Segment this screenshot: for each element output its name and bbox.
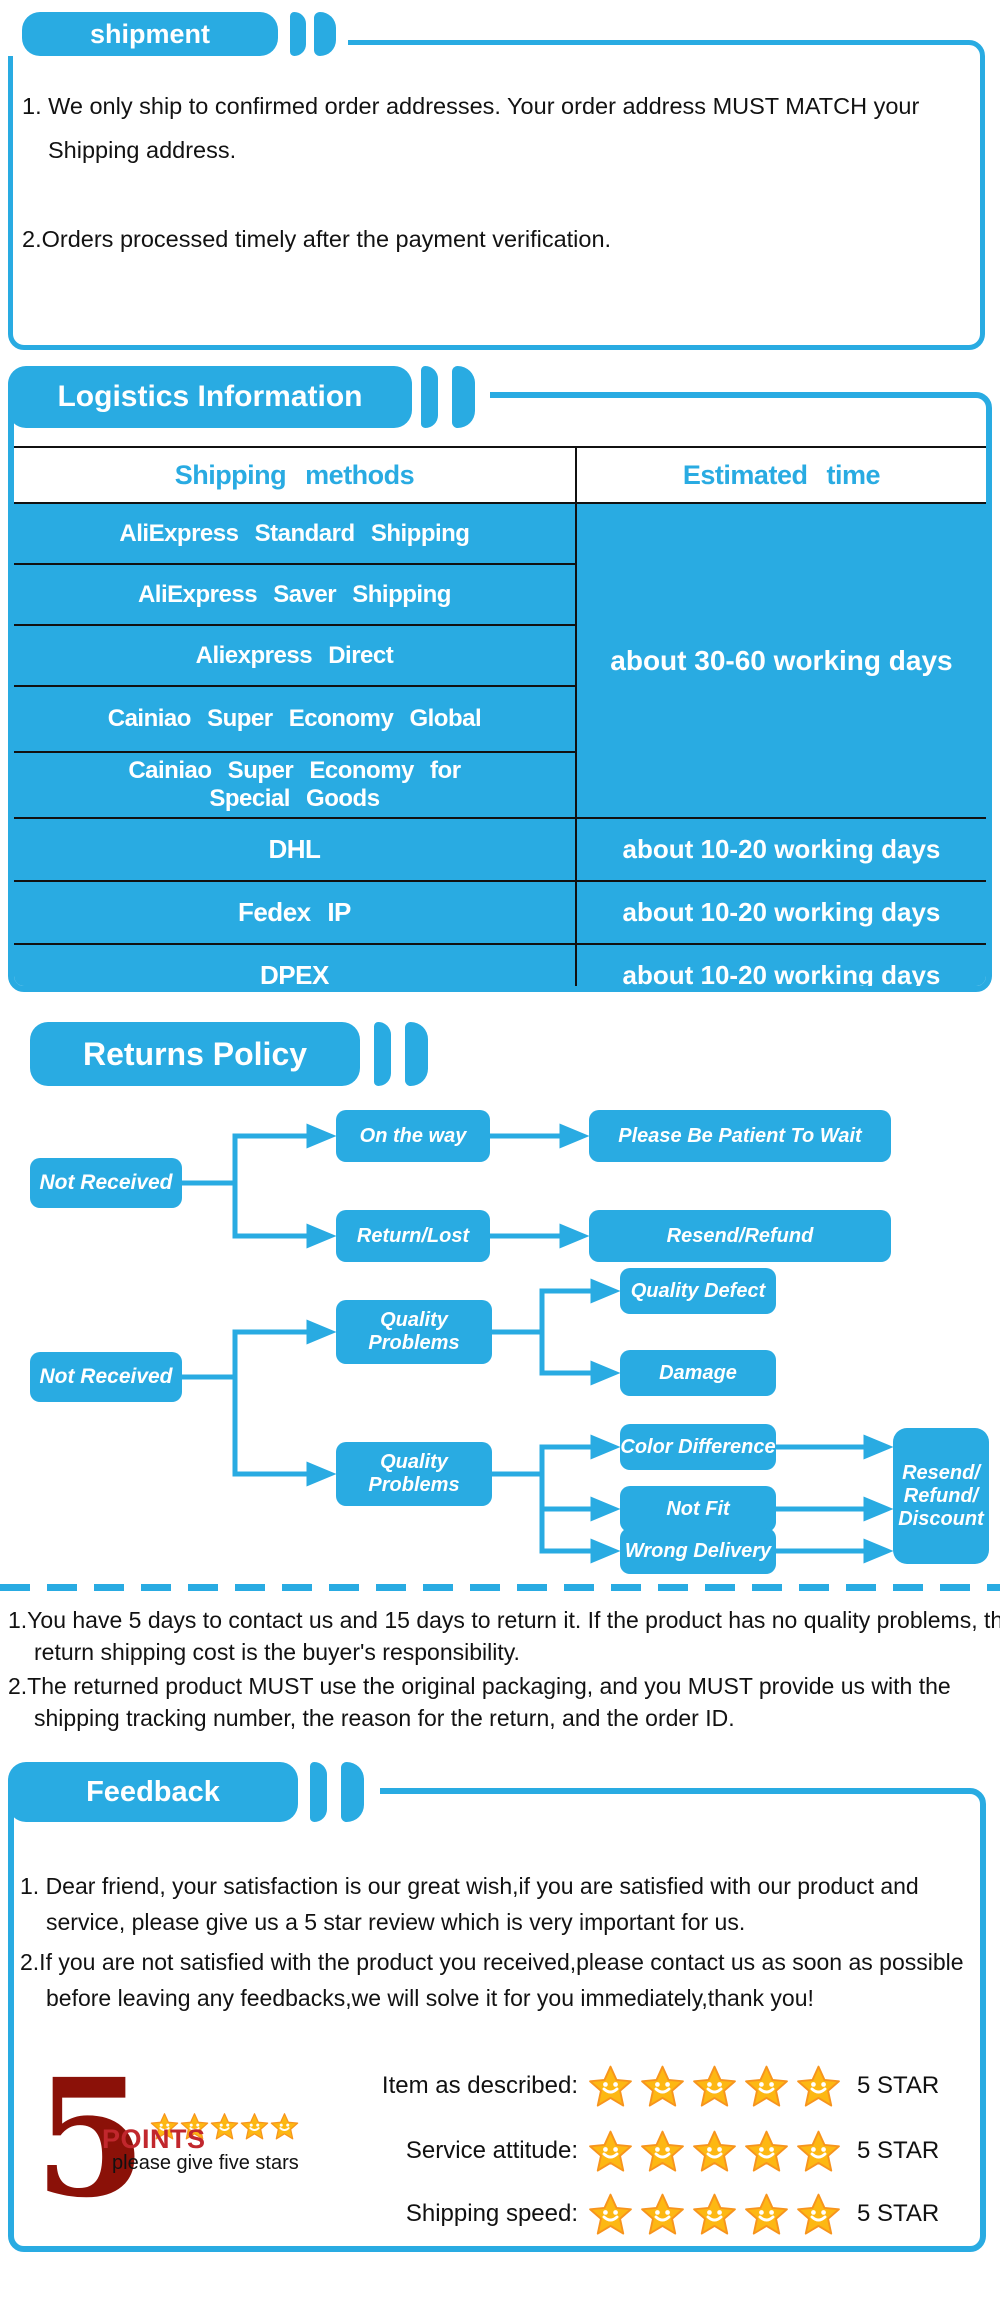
feedback-note-1: 1. Dear friend, your satisfaction is our… bbox=[20, 1873, 919, 1935]
section-title-feedback: Feedback bbox=[8, 1762, 298, 1822]
logistics-box: Shipping methods Estimated time AliExpre… bbox=[8, 392, 992, 992]
flow-node-quality-problems-1: Quality Problems bbox=[336, 1300, 492, 1364]
table-row: Aliexpress Direct bbox=[14, 625, 986, 687]
header-accent-shape bbox=[314, 12, 336, 56]
star-icon bbox=[150, 2113, 179, 2140]
feedback-box bbox=[8, 1788, 986, 2252]
section-title-logistics: Logistics Information bbox=[8, 366, 412, 428]
flow-node-please-wait: Please Be Patient To Wait bbox=[589, 1110, 891, 1162]
returns-note-1: 1.You have 5 days to contact us and 15 d… bbox=[8, 1607, 1000, 1665]
table-row: Cainiao Super Economy Global bbox=[14, 686, 986, 753]
star-icon bbox=[745, 2065, 788, 2107]
star-icon bbox=[797, 2193, 840, 2235]
table-row: DPEX about 10-20 working days bbox=[14, 944, 986, 986]
logistics-table: Shipping methods Estimated time AliExpre… bbox=[14, 446, 986, 986]
star-icon bbox=[210, 2113, 239, 2140]
header-accent-shape bbox=[452, 366, 475, 428]
shipment-note-1: 1. We only ship to confirmed order addre… bbox=[22, 93, 920, 163]
table-header-row: Shipping methods Estimated time bbox=[14, 446, 986, 504]
shipment-note-2: 2.Orders processed timely after the paym… bbox=[22, 226, 612, 252]
column-header-estimated-time: Estimated time bbox=[575, 446, 986, 504]
flow-node-damage: Damage bbox=[620, 1350, 776, 1396]
table-row: DHL about 10-20 working days bbox=[14, 818, 986, 882]
star-icon bbox=[745, 2193, 788, 2235]
star-icon bbox=[180, 2113, 209, 2140]
rating-label: Item as described: bbox=[381, 2072, 578, 2099]
rating-row-item-described: Item as described: 5 STAR bbox=[352, 2061, 982, 2111]
rating-value: 5 STAR bbox=[857, 2137, 940, 2164]
table-row: AliExpress Standard Shipping about 30-60… bbox=[14, 503, 986, 819]
section-title-text: Feedback bbox=[86, 1775, 220, 1808]
dashed-divider bbox=[0, 1584, 1000, 1591]
rating-value: 5 STAR bbox=[857, 2072, 940, 2099]
flow-connectors bbox=[182, 1123, 894, 1564]
returns-flowchart: Not Received On the way Return/Lost Plea… bbox=[0, 1100, 1000, 1590]
section-title-text: Returns Policy bbox=[82, 1035, 308, 1072]
flow-node-not-fit: Not Fit bbox=[620, 1486, 776, 1532]
border-cover bbox=[6, 38, 16, 56]
returns-note-2: 2.The returned product MUST use the orig… bbox=[8, 1673, 951, 1731]
section-title-text: Logistics Information bbox=[57, 380, 363, 413]
five-points-caption: please give five stars bbox=[112, 2152, 299, 2174]
star-icon bbox=[589, 2193, 632, 2235]
flow-node-color-difference: Color Difference bbox=[620, 1424, 776, 1470]
section-title-text: shipment bbox=[89, 18, 210, 49]
star-icon bbox=[693, 2065, 736, 2107]
star-icon bbox=[641, 2193, 684, 2235]
flow-node-not-received-1: Not Received bbox=[30, 1158, 182, 1208]
star-icon bbox=[693, 2130, 736, 2172]
flow-node-not-received-2: Not Received bbox=[30, 1352, 182, 1402]
header-accent-shape bbox=[405, 1022, 428, 1086]
star-icon bbox=[641, 2065, 684, 2107]
rating-stars bbox=[588, 2192, 841, 2237]
rating-stars bbox=[588, 2064, 841, 2109]
star-icon bbox=[270, 2113, 299, 2140]
five-points-stars bbox=[150, 2112, 299, 2141]
five-points-label: POINTS bbox=[102, 2124, 206, 2154]
flow-node-return-lost: Return/Lost bbox=[336, 1210, 490, 1262]
star-icon bbox=[589, 2065, 632, 2107]
table-row: AliExpress Saver Shipping bbox=[14, 564, 986, 626]
rating-value: 5 STAR bbox=[857, 2200, 940, 2227]
column-header-shipping-methods: Shipping methods bbox=[14, 446, 577, 504]
header-accent-shape bbox=[290, 12, 306, 56]
table-row: Fedex IP about 10-20 working days bbox=[14, 881, 986, 945]
star-icon bbox=[745, 2130, 788, 2172]
flow-node-quality-problems-2: Quality Problems bbox=[336, 1442, 492, 1506]
shipment-box bbox=[8, 40, 985, 350]
rating-row-service-attitude: Service attitude: 5 STAR bbox=[352, 2126, 982, 2176]
rating-stars bbox=[588, 2129, 841, 2174]
section-title-shipment: shipment bbox=[22, 12, 278, 56]
star-icon bbox=[797, 2065, 840, 2107]
flow-node-on-the-way: On the way bbox=[336, 1110, 490, 1162]
flow-node-resend-refund-discount: Resend/ Refund/ Discount bbox=[893, 1428, 989, 1564]
flow-node-resend-refund: Resend/Refund bbox=[589, 1210, 891, 1262]
header-accent-shape bbox=[341, 1762, 364, 1822]
flow-node-quality-defect: Quality Defect bbox=[620, 1268, 776, 1314]
star-icon bbox=[797, 2130, 840, 2172]
star-icon bbox=[240, 2113, 269, 2140]
feedback-note-2: 2.If you are not satisfied with the prod… bbox=[20, 1949, 964, 2011]
star-icon bbox=[693, 2193, 736, 2235]
five-points-number: 5 bbox=[34, 2044, 147, 2234]
header-accent-shape bbox=[421, 366, 438, 428]
table-row: Cainiao Super Economy for Special Goods bbox=[14, 752, 986, 819]
header-accent-shape bbox=[374, 1022, 391, 1086]
header-accent-shape bbox=[310, 1762, 327, 1822]
rating-label: Shipping speed: bbox=[405, 2200, 578, 2227]
star-icon bbox=[641, 2130, 684, 2172]
rating-row-shipping-speed: Shipping speed: 5 STAR bbox=[352, 2189, 982, 2239]
flow-node-wrong-delivery: Wrong Delivery bbox=[620, 1528, 776, 1574]
estimated-time-merged-cell: about 30-60 working days bbox=[575, 503, 986, 819]
rating-label: Service attitude: bbox=[405, 2137, 578, 2164]
star-icon bbox=[589, 2130, 632, 2172]
section-title-returns: Returns Policy bbox=[30, 1022, 360, 1086]
